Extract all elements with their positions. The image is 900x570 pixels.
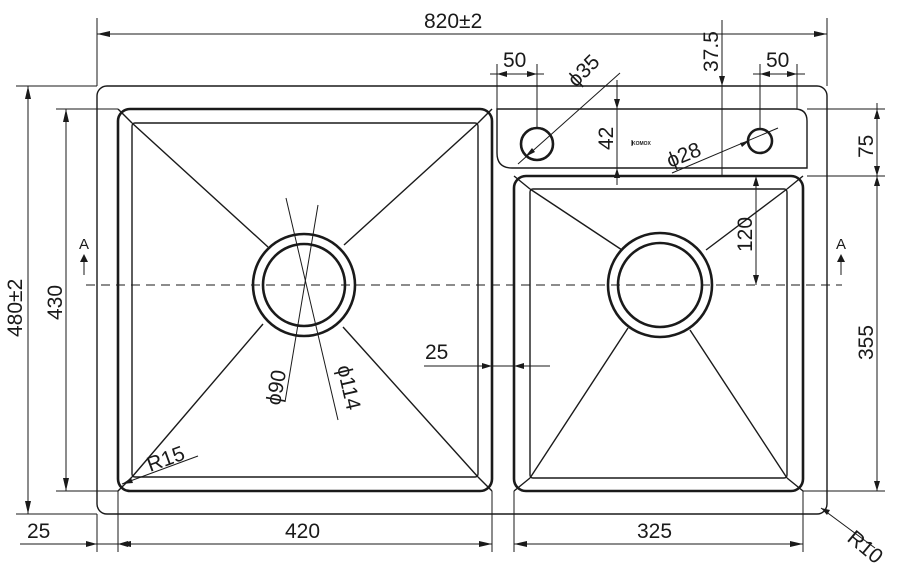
svg-text:120: 120: [734, 217, 757, 252]
tap-hole: [519, 126, 555, 162]
dim-left-bowl-width: 420: [118, 491, 493, 552]
sink-outer-outline: [96, 85, 828, 515]
dim-right-depth: 355: [803, 176, 885, 492]
brand-mark: KOMOX: [632, 141, 652, 147]
svg-text:820±2: 820±2: [424, 10, 482, 33]
svg-text:430: 430: [44, 285, 67, 320]
dim-drain-offset: 120: [734, 176, 759, 285]
svg-text:420: 420: [285, 520, 320, 543]
svg-text:480±2: 480±2: [4, 279, 27, 337]
dim-drain-inner: ϕ90: [262, 204, 319, 407]
dim-right-bowl-offset: 75: [807, 103, 885, 182]
dim-corner-radius-outer: R10: [820, 507, 887, 569]
svg-text:A: A: [79, 236, 89, 253]
svg-text:325: 325: [637, 520, 672, 543]
dim-bowl-gap: 25: [424, 341, 550, 369]
svg-text:37.5: 37.5: [700, 31, 723, 72]
dim-small-hole-diameter: ϕ28: [663, 127, 779, 174]
svg-text:25: 25: [27, 520, 50, 543]
svg-text:ϕ90: ϕ90: [262, 368, 291, 407]
section-mark-left: A: [79, 236, 89, 275]
dim-tap-offset-right: 50: [753, 49, 805, 129]
dim-drain-outer: ϕ114: [285, 197, 365, 421]
right-bowl: [512, 174, 805, 493]
right-drain-outer: [606, 231, 714, 339]
dim-inner-depth: 430: [44, 108, 118, 492]
dim-hole-from-back: 37.5: [700, 20, 725, 176]
dim-overall-depth: 480±2: [4, 85, 97, 515]
svg-text:75: 75: [855, 135, 878, 158]
svg-text:50: 50: [503, 49, 526, 72]
svg-text:42: 42: [595, 127, 618, 150]
svg-text:355: 355: [855, 325, 878, 360]
left-bowl: [116, 107, 494, 493]
svg-text:A: A: [836, 236, 846, 253]
dim-edge-margin: 25: [20, 491, 128, 552]
svg-text:50: 50: [766, 49, 789, 72]
svg-text:R15: R15: [144, 442, 188, 477]
dim-overall-width: 820±2: [96, 10, 828, 86]
svg-text:ϕ114: ϕ114: [332, 363, 365, 413]
section-mark-right: A: [836, 236, 846, 275]
svg-text:R10: R10: [843, 526, 887, 568]
dim-right-bowl-width: 325: [513, 491, 804, 552]
dim-hole-depth: 42: [595, 80, 620, 185]
dim-tap-offset-left: 50: [490, 49, 544, 128]
svg-text:25: 25: [425, 341, 448, 364]
